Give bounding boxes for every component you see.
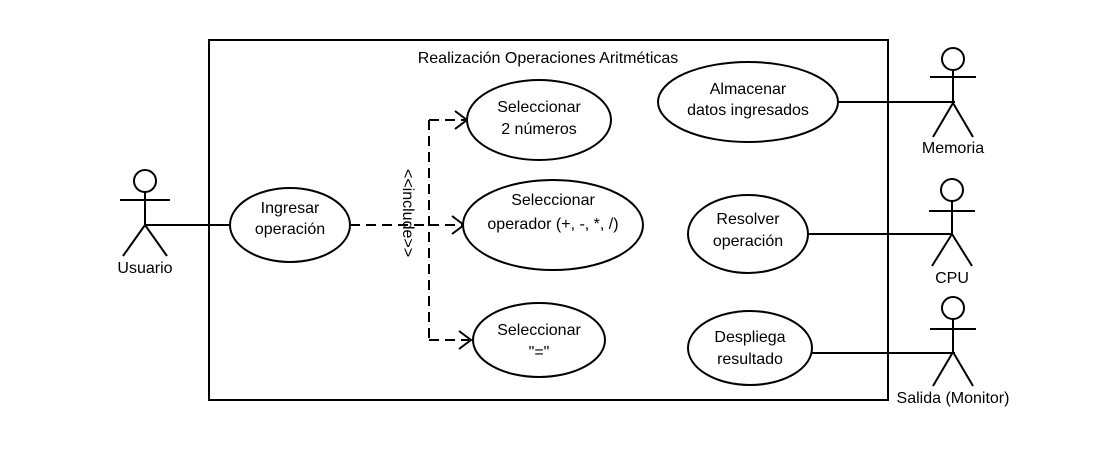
use-case-label: Ingresar bbox=[261, 200, 320, 217]
actor-label: CPU bbox=[935, 270, 969, 287]
actor-label: Usuario bbox=[117, 260, 172, 277]
use-case-resolver-operacion: Resolver operación bbox=[687, 194, 809, 274]
use-case-label: operador (+, -, *, /) bbox=[487, 216, 618, 233]
use-case-ingresar-operacion: Ingresar operación bbox=[229, 187, 351, 263]
use-case-seleccionar-igual: Seleccionar "=" bbox=[472, 302, 606, 378]
actor-usuario: Usuario bbox=[117, 169, 173, 277]
use-case-label: Seleccionar bbox=[497, 99, 581, 116]
use-case-label: Almacenar bbox=[710, 81, 787, 98]
use-case-label: operación bbox=[713, 233, 783, 250]
actor-label: Memoria bbox=[922, 140, 984, 157]
use-case-label: Seleccionar bbox=[497, 322, 581, 339]
use-case-despliega-resultado: Despliega resultado bbox=[687, 310, 813, 386]
system-title: Realización Operaciones Aritméticas bbox=[418, 50, 679, 67]
use-case-label: Resolver bbox=[716, 211, 780, 228]
use-case-seleccionar-operador: Seleccionar operador (+, -, *, /) bbox=[462, 179, 644, 271]
stick-figure-icon bbox=[930, 296, 976, 387]
actor-memoria: Memoria bbox=[922, 47, 984, 157]
stick-figure-icon bbox=[929, 178, 975, 267]
use-case-seleccionar-numeros: Seleccionar 2 números bbox=[466, 79, 612, 161]
use-case-label: Despliega bbox=[714, 329, 785, 346]
use-case-label: Seleccionar bbox=[511, 192, 595, 209]
actor-cpu: CPU bbox=[929, 178, 975, 287]
use-case-label: operación bbox=[255, 221, 325, 238]
use-case-label: "=" bbox=[529, 344, 550, 361]
stick-figure-icon bbox=[120, 169, 170, 257]
use-case-almacenar-datos: Almacenar datos ingresados bbox=[657, 61, 839, 143]
use-case-label: 2 números bbox=[501, 121, 577, 138]
actor-label: Salida (Monitor) bbox=[897, 390, 1010, 407]
include-label: <<include>> bbox=[399, 169, 416, 257]
stick-figure-icon bbox=[930, 47, 976, 138]
include-dependency bbox=[350, 110, 473, 350]
system-boundary bbox=[208, 39, 889, 401]
actor-salida-monitor: Salida (Monitor) bbox=[897, 296, 1010, 407]
use-case-label: datos ingresados bbox=[687, 102, 809, 119]
arrowhead-icon bbox=[458, 330, 473, 350]
use-case-label: resultado bbox=[717, 351, 783, 368]
